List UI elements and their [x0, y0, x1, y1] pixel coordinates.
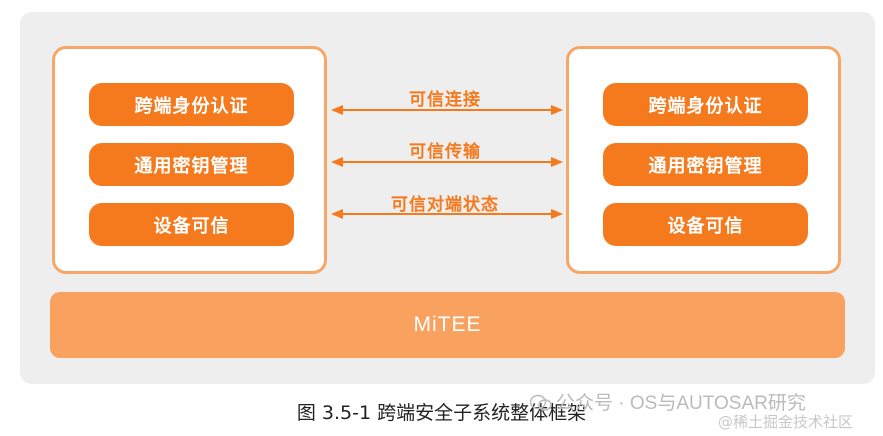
right-identity-auth-box: 跨端身份认证 [603, 83, 808, 126]
wechat-icon [530, 394, 552, 411]
right-device-trust-box: 设备可信 [603, 203, 808, 246]
watermark-sub: @稀土掘金技术社区 [718, 413, 854, 431]
watermark: 公众号 · OS与AUTOSAR研究 [530, 388, 806, 415]
right-device-box: 跨端身份认证 通用密钥管理 设备可信 [566, 46, 841, 274]
left-identity-auth-box: 跨端身份认证 [89, 83, 294, 126]
trusted-transport-label: 可信传输 [409, 142, 481, 162]
right-key-management-box: 通用密钥管理 [603, 143, 808, 186]
trusted-connection-label: 可信连接 [409, 90, 481, 110]
left-device-box: 跨端身份认证 通用密钥管理 设备可信 [52, 46, 327, 274]
trusted-peer-state-label: 可信对端状态 [391, 195, 499, 215]
figure-caption: 图 3.5-1 跨端安全子系统整体框架 [296, 402, 587, 424]
mitee-base-layer: MiTEE [50, 292, 845, 358]
left-device-trust-box: 设备可信 [89, 203, 294, 246]
watermark-text: 公众号 · OS与AUTOSAR研究 [556, 393, 806, 414]
left-key-management-box: 通用密钥管理 [89, 143, 294, 186]
